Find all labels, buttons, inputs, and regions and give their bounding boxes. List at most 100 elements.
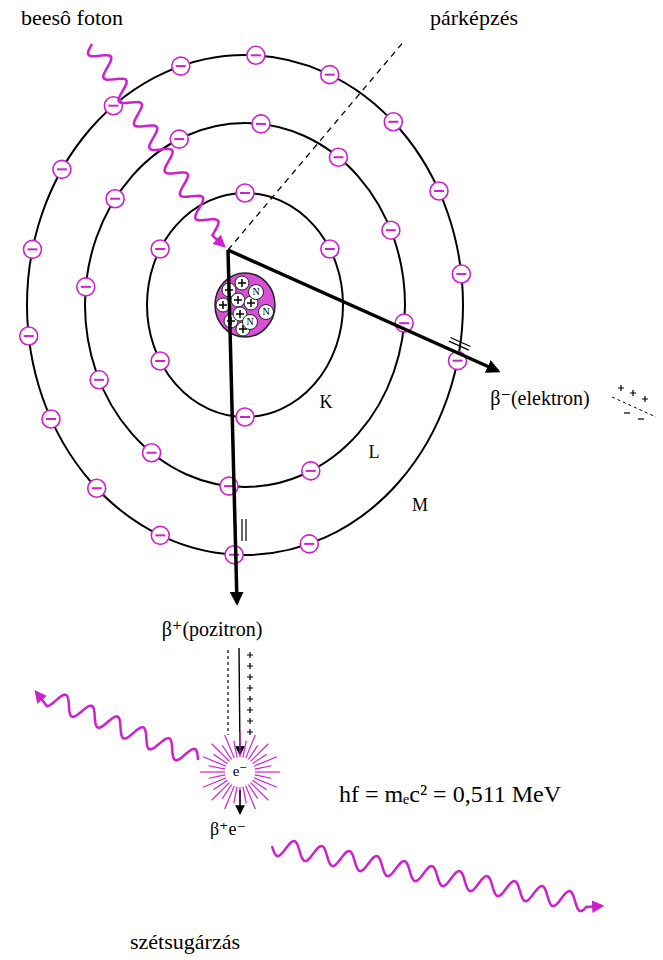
minus-sign xyxy=(256,123,266,125)
plus-sign xyxy=(236,310,244,318)
electron-symbol xyxy=(300,535,318,553)
plus-sign xyxy=(618,385,624,391)
positron-trail xyxy=(227,650,228,735)
electron-circle xyxy=(236,184,254,202)
minus-sign xyxy=(81,286,91,288)
annihilation-burst xyxy=(200,732,280,812)
electron-circle xyxy=(302,462,320,480)
burst-ray xyxy=(255,775,272,778)
minus-sign xyxy=(638,418,644,419)
burst-ray xyxy=(234,787,237,804)
plus-sign xyxy=(247,652,253,658)
plus-sign xyxy=(247,718,253,724)
electron-circle xyxy=(252,115,270,133)
electron-symbol xyxy=(430,182,448,200)
nucleus-body xyxy=(215,273,275,337)
shell-label: M xyxy=(412,495,428,516)
minus-sign xyxy=(304,543,314,545)
neutron-circle xyxy=(249,285,264,300)
minus-sign xyxy=(325,74,335,76)
minus-sign xyxy=(240,416,250,418)
electron-circle xyxy=(170,130,188,148)
annihilation-photon xyxy=(272,841,602,911)
electron-circle xyxy=(384,113,402,131)
shell-label: L xyxy=(369,442,380,463)
electron-circle xyxy=(236,408,254,426)
neutron-label: N xyxy=(252,286,259,298)
burst-ray xyxy=(203,757,226,767)
neutron-circle xyxy=(243,315,258,330)
incident-photon xyxy=(88,44,224,246)
crossing-mark xyxy=(241,519,242,541)
electron-symbol xyxy=(382,221,400,239)
electron-symbol xyxy=(302,462,320,480)
electron-symbol xyxy=(236,408,254,426)
electron-symbol xyxy=(172,57,190,75)
neutron-label: N xyxy=(246,316,253,328)
process-label: szétsugárzás xyxy=(130,929,240,954)
neutron-circle xyxy=(259,305,274,320)
electron-circle xyxy=(382,221,400,239)
minus-sign xyxy=(176,65,186,67)
energy-formula: hf = mₑc² = 0,511 MeV xyxy=(339,781,561,809)
plus-sign xyxy=(247,696,253,702)
electron-circle xyxy=(23,240,41,258)
minus-sign xyxy=(57,168,67,170)
ionisation-trail xyxy=(612,397,656,417)
burst-ray xyxy=(246,786,256,809)
minus-sign xyxy=(174,138,184,140)
crossing-mark xyxy=(245,519,246,541)
minus-sign xyxy=(24,335,34,337)
electron-symbol xyxy=(53,160,71,178)
electron-shell xyxy=(85,123,405,487)
proton xyxy=(231,293,245,307)
annihilation-photon xyxy=(36,692,198,760)
photon-label: beesô foton xyxy=(21,5,123,30)
electron-symbol xyxy=(321,66,339,84)
minus-sign xyxy=(94,379,104,381)
electron-circle xyxy=(247,46,265,64)
burst-ray xyxy=(200,771,225,772)
plus-sign xyxy=(234,296,242,304)
proton-circle xyxy=(235,276,249,290)
minus-sign xyxy=(624,412,630,413)
plus-sign xyxy=(238,279,246,287)
burst-ray xyxy=(248,745,257,759)
particle-label: e⁻ xyxy=(233,763,248,780)
electron-circle xyxy=(172,57,190,75)
minus-sign xyxy=(456,273,466,275)
electron-circle xyxy=(88,479,106,497)
electron-circle xyxy=(20,327,38,345)
plus-sign xyxy=(247,707,253,713)
electron-circle xyxy=(42,410,60,428)
shell-label: K xyxy=(320,392,333,413)
minus-sign xyxy=(147,452,157,454)
electron-symbol xyxy=(236,184,254,202)
electrons xyxy=(20,46,471,563)
electron-symbol xyxy=(143,444,161,462)
burst-ray xyxy=(243,787,246,804)
burst-ray xyxy=(209,775,226,778)
minus-sign xyxy=(240,192,250,194)
minus-sign xyxy=(155,534,165,536)
burst-ray xyxy=(254,778,277,788)
burst-ray xyxy=(239,732,240,757)
proton xyxy=(235,276,249,290)
burst-ray xyxy=(239,787,240,812)
electron-circle xyxy=(106,190,124,208)
minus-sign xyxy=(333,156,343,158)
burst-ray xyxy=(252,780,266,789)
burst-ray xyxy=(243,741,246,758)
minus-sign xyxy=(388,121,398,123)
pair-production-line xyxy=(228,40,405,250)
annihilation-arrow xyxy=(239,790,240,813)
burst-ray xyxy=(234,741,237,758)
burst-ray xyxy=(209,766,226,769)
positron-track xyxy=(228,250,237,603)
minus-sign xyxy=(108,105,118,107)
electron-circle xyxy=(151,526,169,544)
electron-circle xyxy=(321,66,339,84)
plus-sign xyxy=(247,663,253,669)
minus-sign xyxy=(306,470,316,472)
